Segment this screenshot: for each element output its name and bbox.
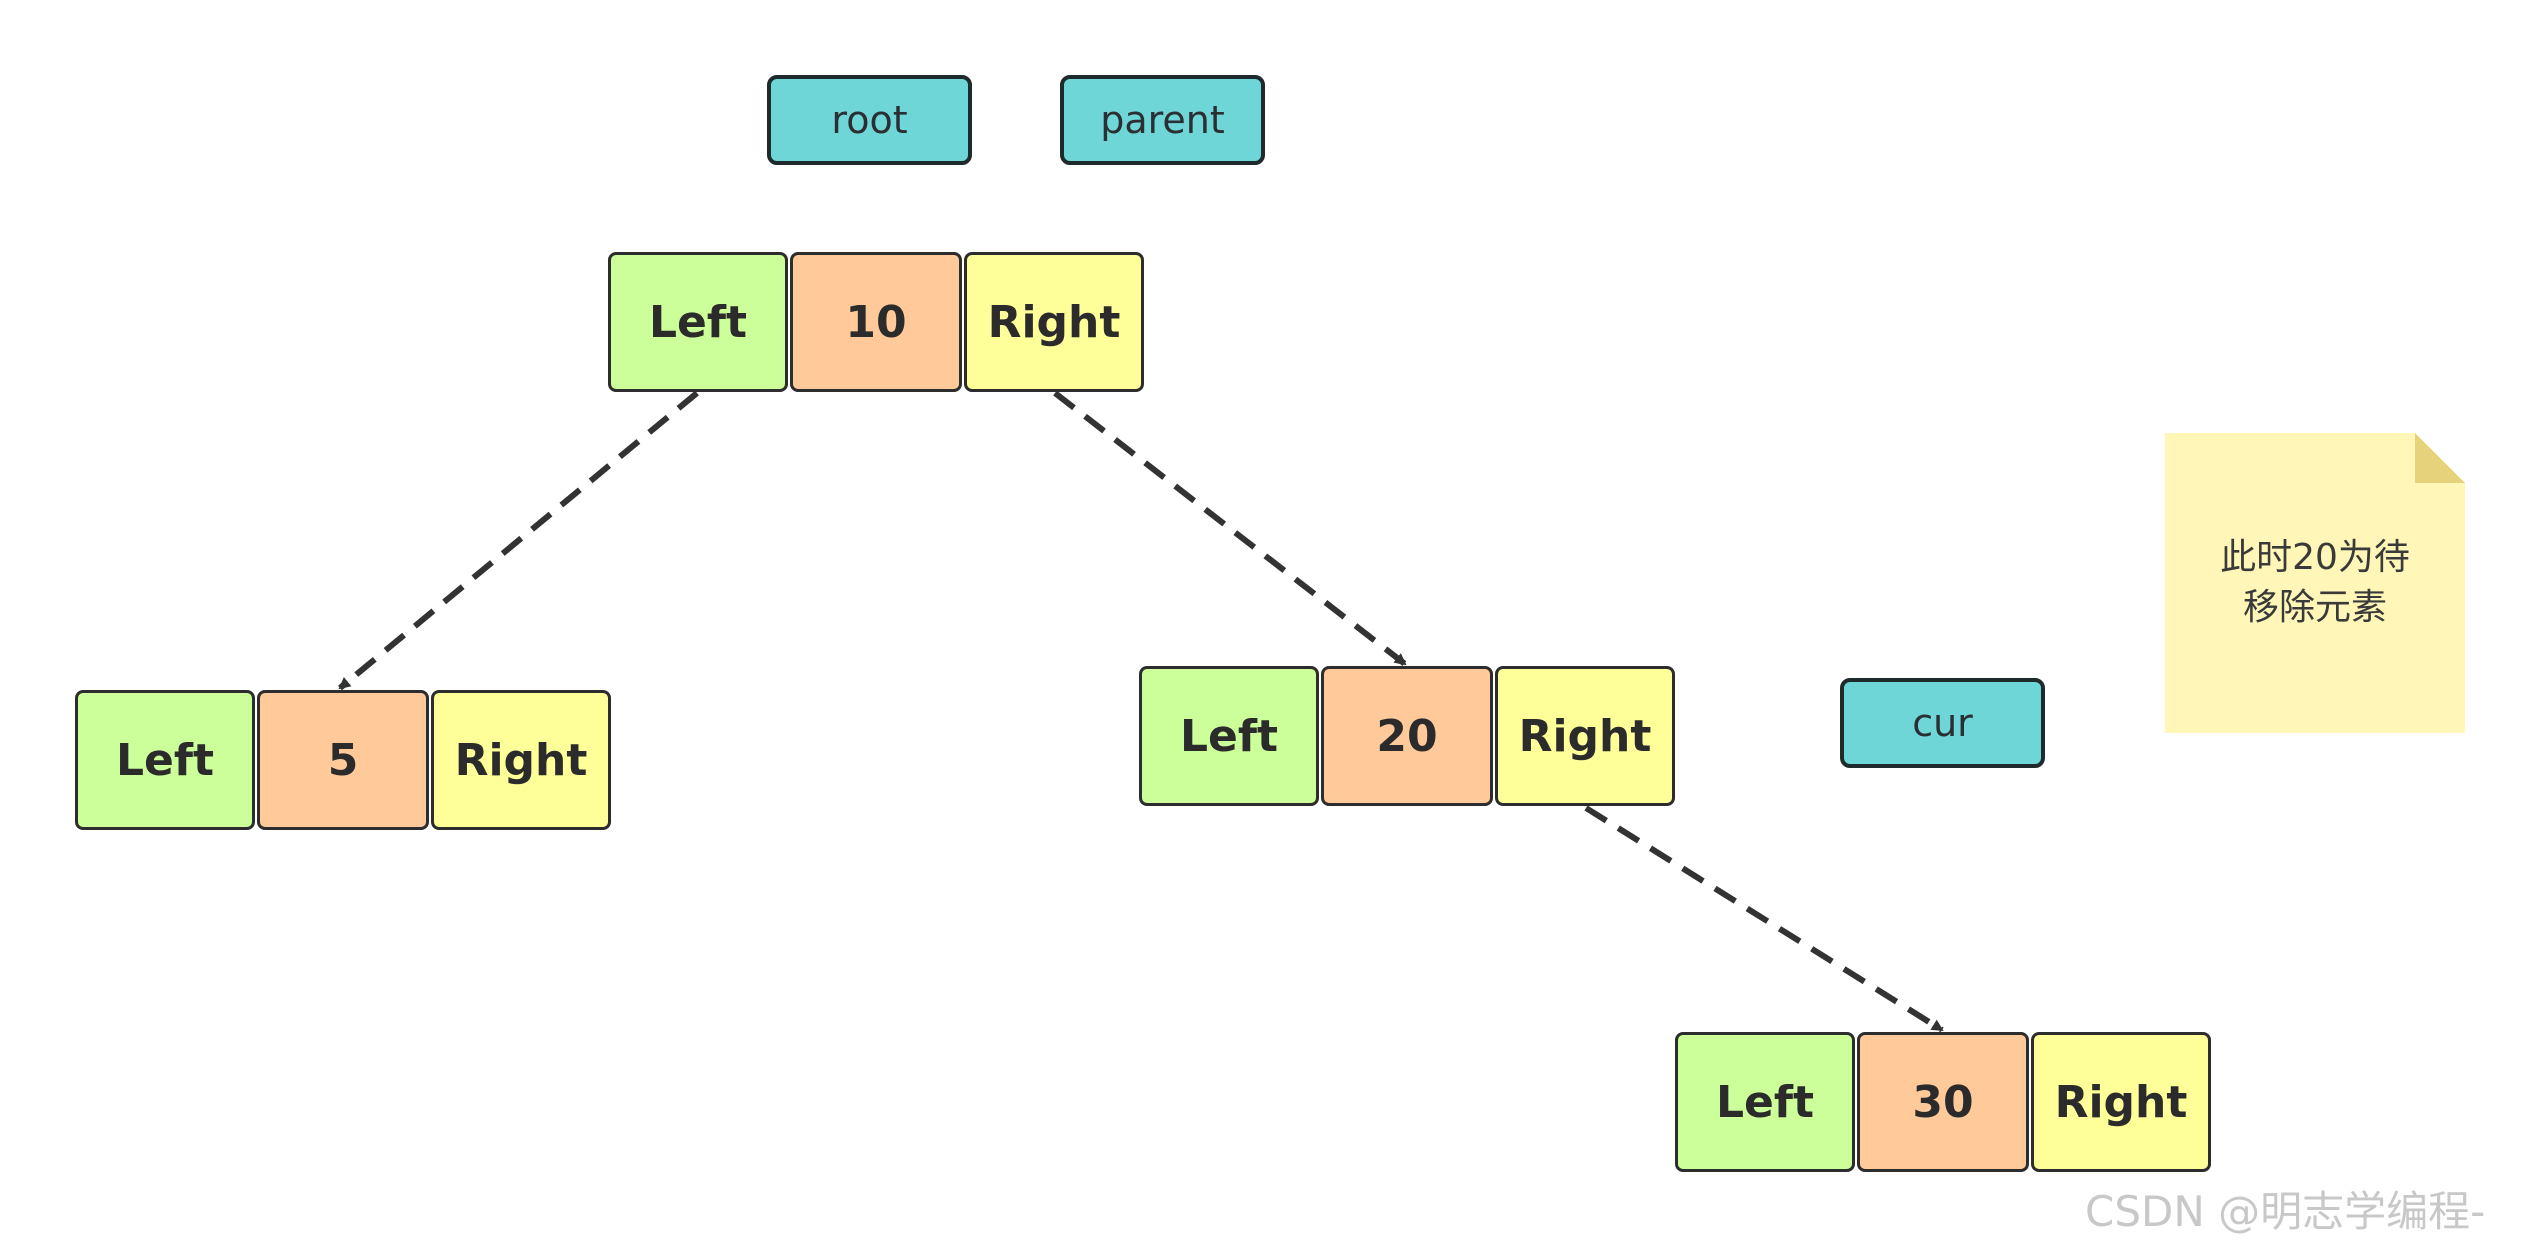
node-left-pointer: Left xyxy=(75,690,255,830)
node-value: 10 xyxy=(790,252,962,392)
note-text: 此时20为待 移除元素 xyxy=(2165,533,2465,633)
sticky-note: 此时20为待 移除元素 xyxy=(2165,433,2465,733)
node-left-pointer: Left xyxy=(608,252,788,392)
watermark: CSDN @明志学编程- xyxy=(2085,1187,2486,1236)
note-line-2: 移除元素 xyxy=(2242,587,2387,628)
node-value: 30 xyxy=(1857,1032,2029,1172)
edge-10-to-5 xyxy=(338,390,699,691)
node-right-pointer: Right xyxy=(2031,1032,2211,1172)
root-pointer-label: root xyxy=(767,75,972,165)
tree-node-30: Left 30 Right xyxy=(1675,1032,2211,1172)
tree-node-10: Left 10 Right xyxy=(608,252,1144,392)
parent-pointer-label: parent xyxy=(1060,75,1265,165)
node-right-pointer: Right xyxy=(431,690,611,830)
edge-10-to-20 xyxy=(1053,390,1407,667)
node-left-pointer: Left xyxy=(1139,666,1319,806)
node-right-pointer: Right xyxy=(964,252,1144,392)
note-line-1: 此时20为待 xyxy=(2220,537,2410,578)
node-left-pointer: Left xyxy=(1675,1032,1855,1172)
note-shape xyxy=(2165,433,2465,733)
node-right-pointer: Right xyxy=(1495,666,1675,806)
node-value: 20 xyxy=(1321,666,1493,806)
node-value: 5 xyxy=(257,690,429,830)
tree-node-20: Left 20 Right xyxy=(1139,666,1675,806)
edge-20-to-30 xyxy=(1584,805,1944,1033)
tree-node-5: Left 5 Right xyxy=(75,690,611,830)
cur-pointer-label: cur xyxy=(1840,678,2045,768)
